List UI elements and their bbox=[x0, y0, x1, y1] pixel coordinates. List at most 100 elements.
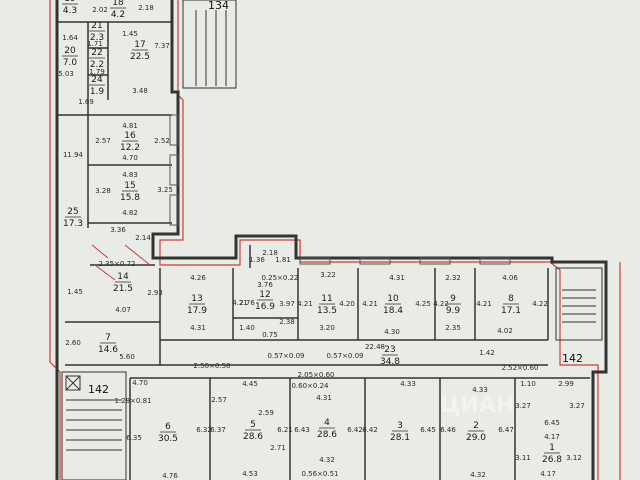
room-number-10: 10 bbox=[387, 294, 399, 304]
dimension-label: 7.37 bbox=[154, 42, 170, 50]
watermark: ЦИАН bbox=[440, 393, 514, 418]
dimension-label: 3.28 bbox=[95, 187, 111, 195]
room-number-3: 3 bbox=[397, 421, 403, 431]
dimension-label: 3.25 bbox=[157, 186, 173, 194]
dimension-label: 4.21 bbox=[362, 300, 378, 308]
room-number-4: 4 bbox=[324, 418, 330, 428]
dimension-label: 1.10 bbox=[520, 380, 536, 388]
dimension-label: 3.20 bbox=[319, 324, 335, 332]
room-area-6: 30.5 bbox=[158, 434, 178, 444]
room-area-20: 7.0 bbox=[63, 58, 78, 68]
dimension-label: 0.75 bbox=[262, 331, 278, 339]
room-area-4: 28.6 bbox=[317, 430, 337, 440]
room-area-12: 16.9 bbox=[255, 302, 275, 312]
dimension-label: 4.22 bbox=[532, 300, 548, 308]
dimension-label: 6.45 bbox=[544, 419, 560, 427]
dimension-label: 2.59 bbox=[258, 409, 274, 417]
room-area-18: 4.2 bbox=[111, 10, 125, 20]
room-area-7: 14.6 bbox=[98, 345, 118, 355]
dimension-label: 0.57×0.09 bbox=[326, 352, 363, 360]
dimension-label: 2.14 bbox=[135, 234, 151, 242]
stair-label-left: 142 bbox=[88, 383, 109, 396]
dimension-label: 4.31 bbox=[316, 394, 332, 402]
stair-top bbox=[182, 0, 237, 89]
room-area-16: 12.2 bbox=[120, 143, 140, 153]
dimension-label: 2.99 bbox=[558, 380, 574, 388]
room-number-18: 18 bbox=[112, 0, 124, 8]
dimension-label: 22.48 bbox=[365, 343, 385, 351]
dimension-label: 2.76 bbox=[239, 299, 255, 307]
dimension-label: 4.31 bbox=[190, 324, 206, 332]
dimension-label: 4.17 bbox=[544, 433, 560, 441]
dimension-label: 6.43 bbox=[294, 426, 310, 434]
room-area-9: 9.9 bbox=[446, 306, 461, 316]
room-number-14: 14 bbox=[117, 272, 129, 282]
room-area-11: 13.5 bbox=[317, 306, 337, 316]
room-number-2: 2 bbox=[473, 421, 479, 431]
dimension-label: 3.22 bbox=[320, 271, 336, 279]
dimension-label: 4.82 bbox=[122, 209, 138, 217]
windows-row bbox=[169, 114, 511, 265]
dimension-label: 1.81 bbox=[275, 256, 291, 264]
dimension-label: 3.76 bbox=[257, 281, 273, 289]
dimension-label: 2.93 bbox=[147, 289, 163, 297]
dimension-label: 3.12 bbox=[566, 454, 582, 462]
room-labels: 1722.51612.21515.82517.31421.51317.91216… bbox=[62, 0, 562, 465]
dimension-label: 1.45 bbox=[122, 30, 138, 38]
dimension-label: 6.37 bbox=[210, 426, 226, 434]
dimension-label: 0.25×0.22 bbox=[261, 274, 298, 282]
dimension-label: 4.33 bbox=[472, 386, 488, 394]
dimension-label: 4.76 bbox=[162, 472, 178, 480]
dimension-label: 6.35 bbox=[126, 434, 142, 442]
room-number-21: 21 bbox=[91, 21, 102, 31]
dimension-label: 3.36 bbox=[110, 226, 126, 234]
dimension-label: 1.79 bbox=[89, 68, 105, 76]
dimension-label: 4.70 bbox=[132, 379, 148, 387]
room-number-9: 9 bbox=[450, 294, 456, 304]
room-number-7: 7 bbox=[105, 333, 111, 343]
dimension-label: 4.45 bbox=[242, 380, 258, 388]
room-number-17: 17 bbox=[134, 40, 145, 50]
dimension-label: 11.94 bbox=[63, 151, 84, 159]
dimension-label: 4.17 bbox=[540, 470, 556, 478]
dimension-label: 6.32 bbox=[196, 426, 212, 434]
room-number-20: 20 bbox=[64, 46, 76, 56]
dimension-label: 4.25 bbox=[415, 300, 431, 308]
room-number-15: 15 bbox=[124, 181, 135, 191]
dimension-label: 2.35 bbox=[445, 324, 461, 332]
dimension-label: 3.97 bbox=[279, 300, 295, 308]
dimension-label: 0.57×0.09 bbox=[267, 352, 304, 360]
dimension-label: 2.60 bbox=[65, 339, 81, 347]
dimension-label: 2.52×0.60 bbox=[501, 364, 538, 372]
dimension-label: 4.26 bbox=[190, 274, 206, 282]
dimension-label: 6.46 bbox=[440, 426, 456, 434]
dimension-label: 2.05×0.60 bbox=[297, 371, 334, 379]
dimension-label: 1.28×0.81 bbox=[114, 397, 151, 405]
dimension-label: 3.48 bbox=[132, 87, 148, 95]
room-number-23: 23 bbox=[384, 345, 395, 355]
room-number-1: 1 bbox=[549, 443, 555, 453]
room-area-3: 28.1 bbox=[390, 433, 410, 443]
room-area-23: 34.8 bbox=[380, 357, 400, 367]
room-number-8: 8 bbox=[508, 294, 514, 304]
dimension-label: 5.03 bbox=[58, 70, 74, 78]
inner-walls bbox=[57, 21, 590, 480]
dimension-label: 4.32 bbox=[319, 456, 335, 464]
dimension-label: 4.81 bbox=[122, 122, 138, 130]
dimension-label: 2.50×0.58 bbox=[193, 362, 230, 370]
room-number-16: 16 bbox=[124, 131, 136, 141]
room-number-5: 5 bbox=[250, 420, 256, 430]
dimension-label: 4.83 bbox=[122, 171, 138, 179]
dimension-label: 1.69 bbox=[78, 98, 94, 106]
dimension-label: 2.52 bbox=[154, 137, 170, 145]
dimension-label: 4.21 bbox=[297, 300, 313, 308]
room-number-19: 19 bbox=[64, 0, 76, 4]
room-area-22: 2.2 bbox=[90, 60, 104, 70]
dimension-label: 1.42 bbox=[479, 349, 495, 357]
dimension-label: 4.06 bbox=[502, 274, 518, 282]
dimension-label: 2.38 bbox=[279, 318, 295, 326]
dimension-label: 2.02 bbox=[92, 6, 108, 14]
room-number-22: 22 bbox=[91, 48, 102, 58]
room-number-13: 13 bbox=[191, 294, 202, 304]
